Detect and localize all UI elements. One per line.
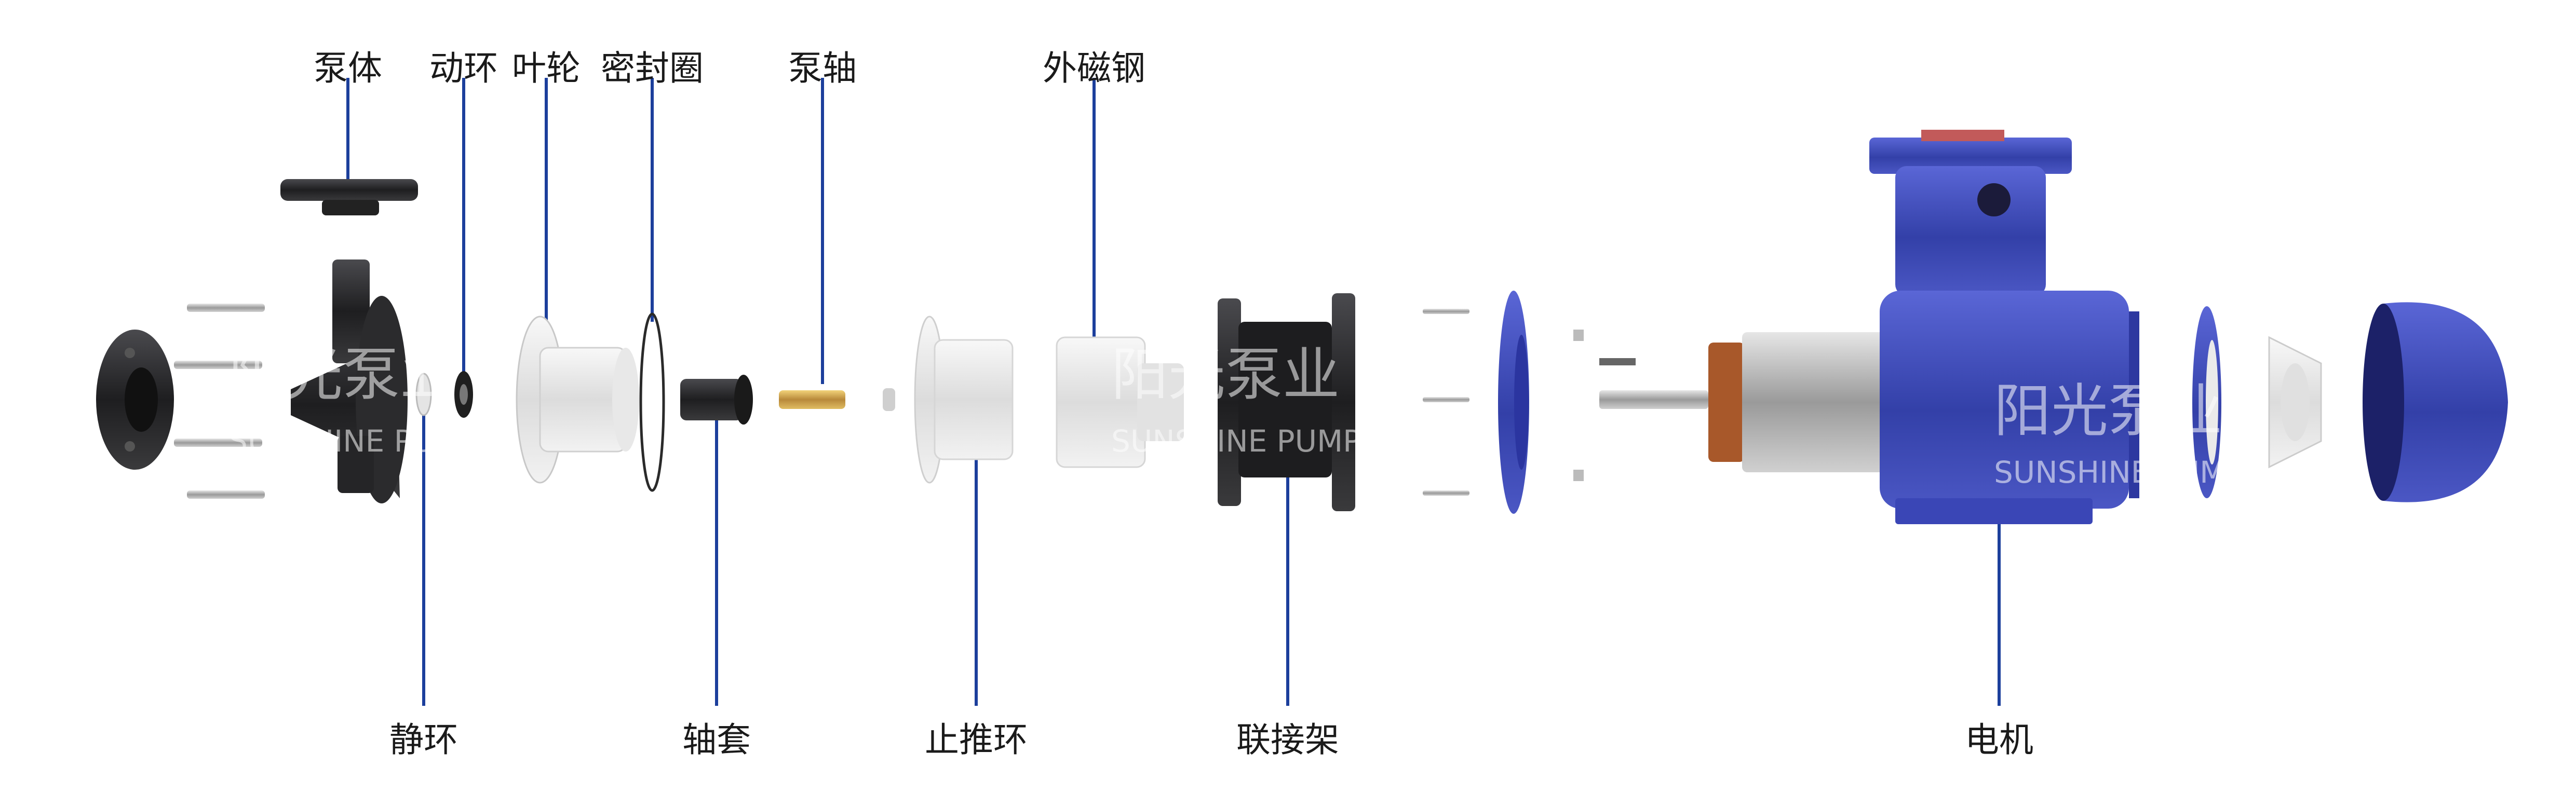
label-moving-ring: 动环 xyxy=(429,48,498,88)
watermark-cn-3: 阳光泵业 xyxy=(1994,378,2222,444)
seal-ring xyxy=(639,312,665,492)
watermark-en-1: SUNSHINE PUMP xyxy=(228,424,478,459)
label-shaft-sleeve: 轴套 xyxy=(682,720,751,760)
small-spacer xyxy=(883,388,895,411)
shaft-sleeve xyxy=(680,375,753,425)
label-pump-body: 泵体 xyxy=(314,48,382,88)
motor-body xyxy=(1869,130,2139,524)
watermarks: 阳光泵业 SUNSHINE PUMP 阳光泵业 SUNSHINE PUMP 阳光… xyxy=(228,341,2244,490)
thrust-ring xyxy=(914,316,1014,484)
watermark-en-3: SUNSHINE PUMP xyxy=(1994,455,2244,490)
fan-cover xyxy=(2363,302,2508,502)
cooling-fan xyxy=(2268,336,2322,469)
coupling-frame xyxy=(1218,293,1355,511)
small-parts xyxy=(1573,330,1636,481)
label-impeller: 叶轮 xyxy=(512,48,581,88)
bolts xyxy=(174,304,265,499)
pump-shaft xyxy=(779,390,845,409)
motor-rotor xyxy=(1599,332,1898,472)
rings xyxy=(415,371,473,418)
label-outer-magnet: 外磁钢 xyxy=(1043,48,1145,88)
pump-body xyxy=(291,259,408,503)
label-pump-shaft: 泵轴 xyxy=(788,48,857,88)
label-thrust-ring: 止推环 xyxy=(925,720,1028,760)
label-seal-ring: 密封圈 xyxy=(601,48,704,88)
watermark-cn-2: 阳光泵业 xyxy=(1111,341,1340,408)
inlet-flange xyxy=(96,330,174,470)
impeller xyxy=(516,316,639,484)
pump-body-cap xyxy=(280,179,418,215)
label-motor: 电机 xyxy=(1965,720,2033,760)
watermark-en-2: SUNSHINE PUMP xyxy=(1111,424,1361,459)
outer-magnet xyxy=(1056,336,1184,468)
motor-rear-shield xyxy=(2192,306,2221,498)
watermark-cn-1: 阳光泵业 xyxy=(228,341,457,408)
label-coupling-frame: 联接架 xyxy=(1236,720,1339,760)
leader-lines xyxy=(346,78,2001,706)
label-static-ring: 静环 xyxy=(389,720,458,760)
screws xyxy=(1423,309,1469,496)
motor-end-plate xyxy=(1498,291,1529,514)
